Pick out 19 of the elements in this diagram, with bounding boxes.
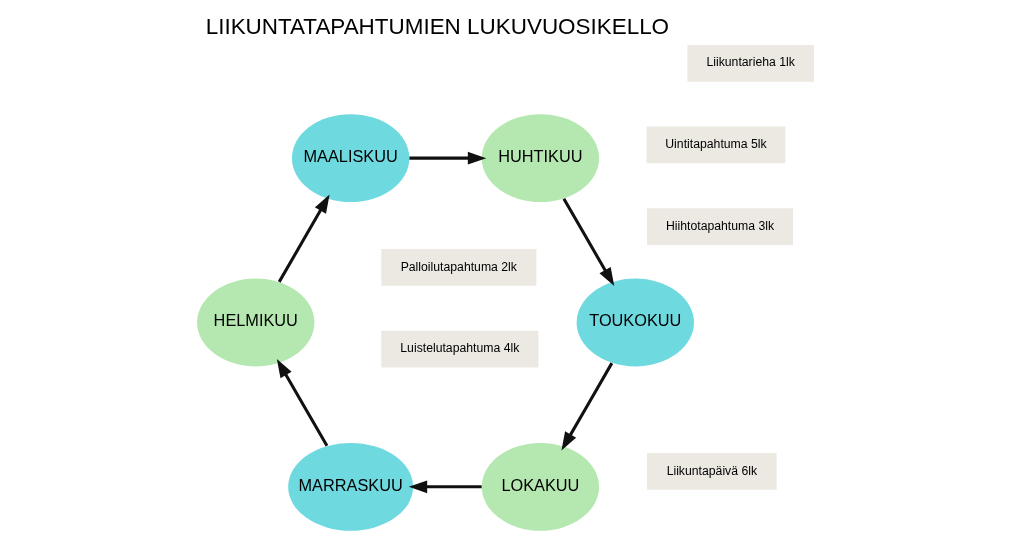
diagram-title: LIIKUNTATAPAHTUMIEN LUKUVUOSIKELLO <box>205 14 670 40</box>
node-box: Liikuntarieha 1lk <box>687 44 814 82</box>
node-box: Liikuntapäivä 6lk <box>647 453 777 490</box>
arrow <box>276 359 329 447</box>
arrow <box>561 362 614 451</box>
node-box: Palloilutapahtuma 2lk <box>381 249 537 286</box>
arrow <box>562 198 615 287</box>
node-ellipse: LOKAKUU <box>481 442 600 531</box>
arrow <box>409 151 487 165</box>
node-ellipse: MARRASKUU <box>288 442 414 531</box>
node-box: Uintitapahtuma 5lk <box>646 126 786 164</box>
node-ellipse: TOUKOKUU <box>576 278 694 367</box>
node-ellipse: HELMIKUU <box>197 278 315 367</box>
node-ellipse: HUHTIKUU <box>481 114 600 203</box>
node-box: Luistelutapahtuma 4lk <box>381 330 539 368</box>
arrow <box>277 194 330 283</box>
arrow <box>408 480 482 494</box>
node-ellipse: MAALISKUU <box>291 114 410 203</box>
node-box: Hiihtotapahtuma 3lk <box>647 208 793 245</box>
